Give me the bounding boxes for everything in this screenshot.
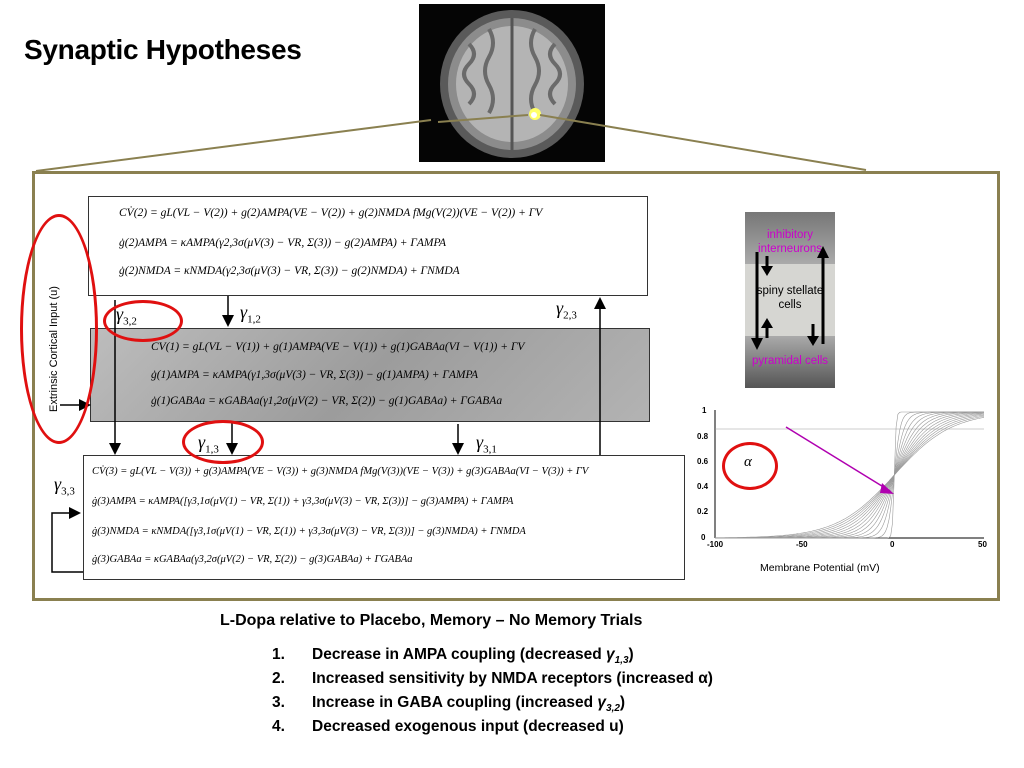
sigmoid-curve — [715, 417, 985, 538]
sigmoid-curve — [715, 412, 985, 539]
equation-line: ġ(1)AMPA = κAMPA(γ1,3σ(μV(3) − VR, Σ(3))… — [151, 369, 479, 381]
sigmoid-curve — [715, 414, 985, 539]
ytick-label: 0.6 — [697, 457, 709, 466]
equation-line: ġ(1)GABAa = κGABAa(γ1,2σ(μV(2) − VR, Σ(2… — [151, 395, 503, 407]
ytick-label: 0 — [701, 533, 706, 542]
highlight-ring-alpha — [722, 442, 778, 490]
equations-pyramidal-cells: CV̇(3) = gL(VL − V(3)) + g(3)AMPA(VE − V… — [83, 455, 685, 580]
equation-line: ġ(2)NMDA = κNMDA(γ2,3σ(μV(3) − VR, Σ(3))… — [119, 265, 460, 277]
xtick-label: -100 — [707, 540, 724, 549]
equation-line: ġ(3)GABAa = κGABAa(γ3,2σ(μV(2) − VR, Σ(2… — [92, 554, 413, 565]
xtick-label: 50 — [978, 540, 987, 549]
equation-line: CV(1) = gL(VL − V(1)) + g(1)AMPA(VE − V(… — [151, 341, 525, 353]
population-label-pyramidal: pyramidal cells — [751, 355, 829, 367]
ytick-label: 0.8 — [697, 432, 709, 441]
population-label-inhibitory: inhibitory interneurons — [758, 229, 822, 255]
results-heading: L-Dopa relative to Placebo, Memory – No … — [220, 612, 643, 629]
highlight-ring-gamma-32 — [103, 300, 183, 342]
equation-line: ġ(2)AMPA = κAMPA(γ2,3σ(μV(3) − VR, Σ(3))… — [119, 237, 447, 249]
coupling-label-gamma-31: γ3,1 — [476, 432, 497, 456]
xtick-label: 0 — [890, 540, 895, 549]
population-label-stellate: spiny stellate cells — [756, 285, 824, 311]
sigmoid-plot — [714, 410, 985, 539]
sigmoid-curve — [715, 411, 984, 539]
sigmoid-curve — [715, 411, 984, 539]
xtick-label: -50 — [796, 540, 808, 549]
coupling-label-gamma-33: γ3,3 — [54, 474, 75, 498]
equation-line: ġ(3)AMPA = κAMPA([γ3,1σ(μV(1) − VR, Σ(1)… — [92, 496, 514, 507]
population-arrows — [751, 246, 829, 350]
sigmoid-curve — [715, 413, 985, 539]
sigmoid-curve — [715, 411, 984, 539]
plot-x-axis-title: Membrane Potential (mV) — [760, 562, 880, 574]
equation-line: ġ(3)NMDA = κNMDA([γ3,1σ(μV(1) − VR, Σ(1)… — [92, 526, 526, 537]
coupling-label-gamma-23: γ2,3 — [556, 298, 577, 322]
sigmoid-curve — [715, 414, 985, 539]
ytick-label: 0.4 — [697, 482, 709, 491]
equations-inhibitory-interneurons: CV̇(2) = gL(VL − V(2)) + g(2)AMPA(VE − V… — [88, 196, 648, 296]
ytick-label: 1 — [702, 406, 707, 415]
equations-spiny-stellate-cells: CV(1) = gL(VL − V(1)) + g(1)AMPA(VE − V(… — [90, 328, 650, 422]
highlight-ring-gamma-13 — [182, 420, 264, 464]
equation-line: CV̇(2) = gL(VL − V(2)) + g(2)AMPA(VE − V… — [119, 207, 543, 219]
sigmoid-curve — [715, 411, 984, 539]
population-diagram: inhibitory interneurons spiny stellate c… — [745, 212, 835, 388]
sigmoid-curve — [715, 411, 984, 539]
coupling-label-gamma-12: γ1,2 — [240, 302, 261, 326]
sigmoid-curve — [715, 415, 985, 539]
highlight-ring-input — [20, 214, 98, 444]
equation-line: CV̇(3) = gL(VL − V(3)) + g(3)AMPA(VE − V… — [92, 466, 589, 477]
brain-mri-image — [419, 4, 605, 162]
ytick-label: 0.2 — [697, 507, 709, 516]
extrinsic-input-label: Extrinsic Cortical Input (u) — [48, 286, 60, 412]
alpha-symbol: α — [744, 454, 752, 470]
slide-title: Synaptic Hypotheses — [24, 34, 302, 65]
